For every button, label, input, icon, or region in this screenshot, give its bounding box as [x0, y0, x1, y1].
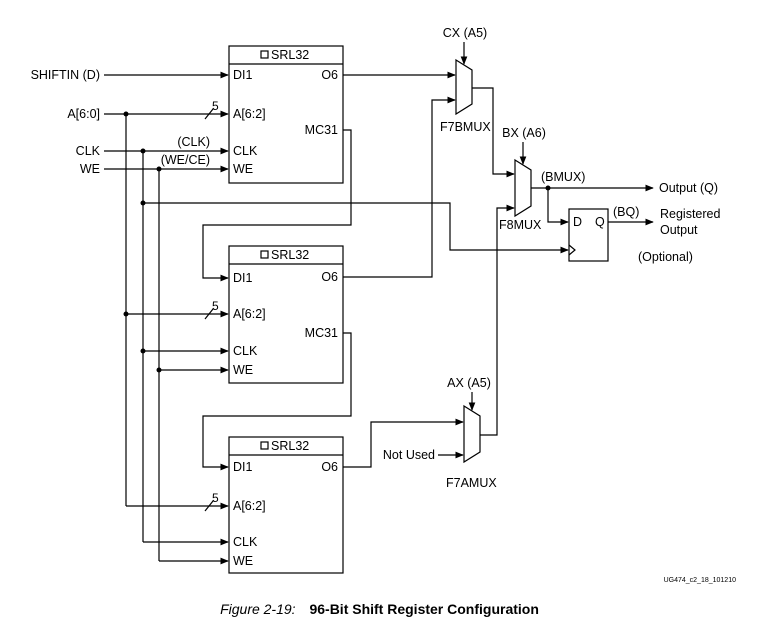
ff-q-pin: Q	[595, 215, 605, 229]
figure-title: 96-Bit Shift Register Configuration	[309, 601, 539, 617]
f7b-to-f8-wire	[472, 87, 515, 178]
shift-register-diagram: SHIFTIN (D) A[6:0] CLK WE SRL32 DI1 O6 A…	[31, 26, 737, 584]
we-paren-label: (WE/CE)	[161, 153, 210, 167]
srl32-title: SRL32	[271, 48, 309, 62]
svg-text:5: 5	[212, 299, 219, 313]
pin-clk: CLK	[233, 344, 258, 358]
pin-o6: O6	[321, 460, 338, 474]
junction-dot	[123, 111, 129, 117]
pin-we: WE	[233, 363, 253, 377]
figure-caption: Figure 2-19: 96-Bit Shift Register Confi…	[0, 601, 759, 617]
we-label: WE	[80, 162, 100, 176]
o6-wire	[343, 96, 456, 278]
o6-wire	[343, 418, 464, 468]
srl32-title: SRL32	[271, 248, 309, 262]
pin-clk: CLK	[233, 144, 258, 158]
f8mux-select: BX (A6)	[502, 126, 546, 140]
srl32-block-middle: SRL32 DI1 O6 A[6:2] MC31 CLK WE	[228, 245, 344, 384]
f8mux-label: F8MUX	[499, 218, 542, 232]
flip-flop: D Q	[568, 208, 609, 262]
f7bmux-select: CX (A5)	[443, 26, 487, 40]
pin-di1: DI1	[233, 460, 253, 474]
pin-addr: A[6:2]	[233, 307, 266, 321]
figure-number: Figure 2-19:	[220, 601, 296, 617]
srl32-block-bottom: SRL32 DI1 O6 A[6:2] CLK WE	[228, 436, 344, 574]
pin-mc31: MC31	[305, 326, 338, 340]
bmux-label: (BMUX)	[541, 170, 585, 184]
bq-label: (BQ)	[613, 205, 639, 219]
pin-o6: O6	[321, 68, 338, 82]
pin-mc31: MC31	[305, 123, 338, 137]
pin-o6: O6	[321, 270, 338, 284]
shiftin-label: SHIFTIN (D)	[31, 68, 100, 82]
svg-text:5: 5	[212, 99, 219, 113]
svg-text:5: 5	[212, 491, 219, 505]
pin-di1: DI1	[233, 271, 253, 285]
cascade-wire	[202, 129, 352, 282]
cascade-wire	[202, 332, 352, 471]
registered-output-label-line2: Output	[660, 223, 698, 237]
registered-output-label-line1: Registered	[660, 207, 720, 221]
f7amux: AX (A5) F7AMUX	[446, 376, 497, 490]
pin-clk: CLK	[233, 535, 258, 549]
junction-dot	[156, 166, 162, 172]
f7amux-label: F7AMUX	[446, 476, 497, 490]
addr-label: A[6:0]	[67, 107, 100, 121]
optional-label: (Optional)	[638, 250, 693, 264]
f7a-to-f8-wire	[480, 204, 515, 436]
bus-width-mark: 5	[204, 299, 219, 320]
pin-addr: A[6:2]	[233, 107, 266, 121]
pin-we: WE	[233, 162, 253, 176]
output-q-label: Output (Q)	[659, 181, 718, 195]
f7bmux-label: F7BMUX	[440, 120, 491, 134]
bus-width-mark: 5	[204, 99, 219, 120]
ff-d-pin: D	[573, 215, 582, 229]
pin-we: WE	[233, 554, 253, 568]
junction-dot	[140, 148, 146, 154]
ff-clock-wire	[143, 202, 569, 254]
f7bmux: CX (A5) F7BMUX	[440, 26, 491, 134]
srl32-block-top: SRL32 DI1 O6 A[6:2] MC31 CLK WE	[228, 45, 344, 184]
srl32-title: SRL32	[271, 439, 309, 453]
not-used-label: Not Used	[383, 448, 435, 462]
clk-label: CLK	[76, 144, 101, 158]
f8mux: BX (A6) F8MUX	[499, 126, 546, 232]
clk-paren-label: (CLK)	[177, 135, 210, 149]
doc-code: UG474_c2_18_101210	[664, 577, 737, 584]
pin-di1: DI1	[233, 68, 253, 82]
pin-addr: A[6:2]	[233, 499, 266, 513]
bus-width-mark: 5	[204, 491, 219, 512]
f7amux-select: AX (A5)	[447, 376, 491, 390]
